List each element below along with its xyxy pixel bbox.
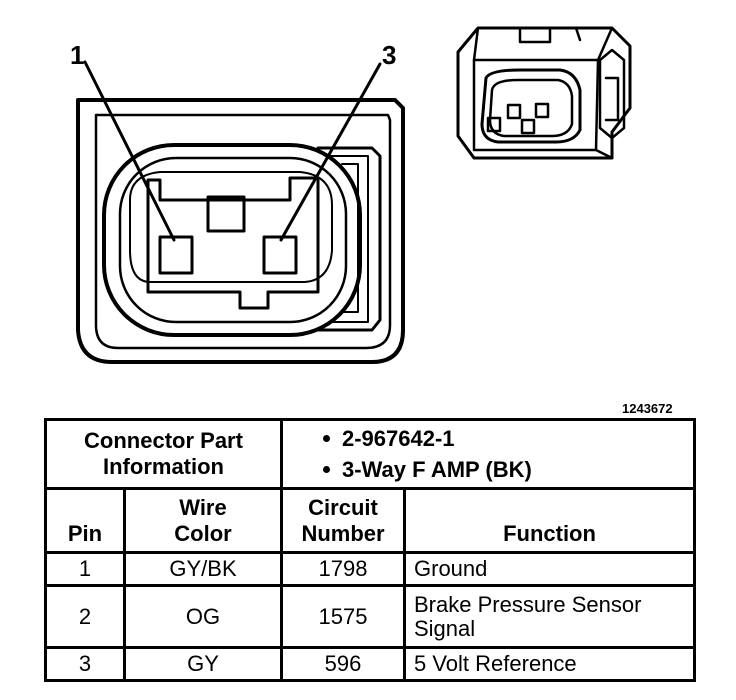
- cell-pin: 2: [44, 584, 126, 649]
- connector-inner-shell: [94, 113, 392, 350]
- mating-face: [102, 143, 362, 337]
- cell-wire-color: OG: [123, 584, 283, 649]
- cell-pin: 1: [44, 551, 126, 587]
- pin-label-3: 3: [382, 40, 397, 70]
- col-header-pin: Pin: [44, 487, 126, 554]
- connector-diagram: [76, 26, 632, 364]
- cell-circuit: 1575: [280, 584, 406, 649]
- bullet-icon: [323, 435, 330, 442]
- figure-id: 1243672: [622, 401, 673, 416]
- col-header-function: Function: [403, 487, 696, 554]
- cell-wire-color: GY/BK: [123, 551, 283, 587]
- bullet-icon: [323, 466, 330, 473]
- connector-outer-shell: [76, 98, 405, 364]
- leader-pin-1: [83, 60, 176, 242]
- terminal-cavity: [146, 176, 320, 310]
- table-row: 3 GY 596 5 Volt Reference: [44, 646, 696, 682]
- pin-label-1: 1: [70, 40, 85, 70]
- cell-function: 5 Volt Reference: [403, 646, 696, 682]
- cell-wire-color: GY: [123, 646, 283, 682]
- table-row: 1 GY/BK 1798 Ground: [44, 551, 696, 587]
- cell-pin: 3: [44, 646, 126, 682]
- connector-perspective-icon: [456, 26, 632, 160]
- connector-info-items: 2-967642-1 3-Way F AMP (BK): [280, 418, 696, 490]
- leader-pin-3: [279, 62, 382, 242]
- terminal-pin-1: [158, 235, 194, 275]
- terminal-pin-3: [262, 235, 298, 275]
- connector-table: Connector Part Information 2-967642-1 3-…: [44, 418, 696, 682]
- connector-info-row: Connector Part Information 2-967642-1 3-…: [44, 418, 696, 490]
- connector-info-label: Connector Part Information: [44, 418, 283, 490]
- terminal-pin-2: [206, 195, 246, 233]
- cell-circuit: 596: [280, 646, 406, 682]
- cell-function: Ground: [403, 551, 696, 587]
- cell-circuit: 1798: [280, 551, 406, 587]
